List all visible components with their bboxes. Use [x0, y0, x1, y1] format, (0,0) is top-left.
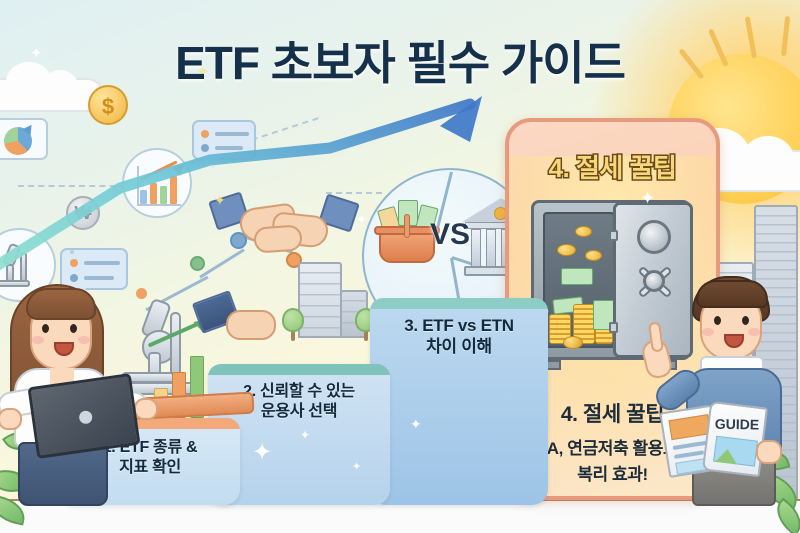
- step-3-text: 3. ETF vs ETN 차이 이해: [370, 316, 548, 357]
- dollar-symbol: $: [101, 94, 115, 119]
- guide-book-label: GUIDE: [714, 415, 760, 433]
- step-2-text: 2. 신뢰할 수 있는 운용사 선택: [208, 382, 390, 421]
- step-2-line2: 운용사 선택: [260, 402, 338, 420]
- panel-foot-line1: ISA, 연금저축 활용으로: [531, 439, 694, 458]
- panel-foot-title: 4. 절세 꿀팁: [560, 403, 665, 426]
- step-2-line1: 2. 신뢰할 수 있는: [243, 383, 355, 400]
- list-card: [70, 250, 74, 254]
- step-2-cap: [208, 364, 390, 377]
- dollar-coin-icon: $: [88, 85, 128, 125]
- step-3-line2: 차이 이해: [426, 336, 492, 356]
- woman-with-tablet: [0, 276, 162, 506]
- vs-label: VS: [430, 218, 471, 251]
- chat-bubble-right: [192, 120, 256, 160]
- panel-title: 4. 절세 꿀팁: [547, 152, 678, 185]
- pie-chart-card: [0, 118, 48, 160]
- step-3: 3. ETF vs ETN 차이 이해: [370, 298, 548, 505]
- man-with-guide-book: GUIDE: [639, 272, 800, 506]
- step-3-line1: 3. ETF vs ETN: [404, 316, 514, 335]
- step-1-line2: 지표 확인: [119, 458, 181, 476]
- chat-bubble-left: [60, 248, 128, 290]
- tablet-device: [27, 373, 141, 459]
- step-3-body: [370, 309, 548, 505]
- panel-foot-line2: 복리 효과!: [577, 465, 648, 484]
- cloud-icon: [0, 62, 104, 112]
- page-title: ETF 초보자 필수 가이드: [175, 37, 626, 89]
- step-3-cap: [370, 298, 548, 311]
- rising-arrow: [0, 96, 482, 271]
